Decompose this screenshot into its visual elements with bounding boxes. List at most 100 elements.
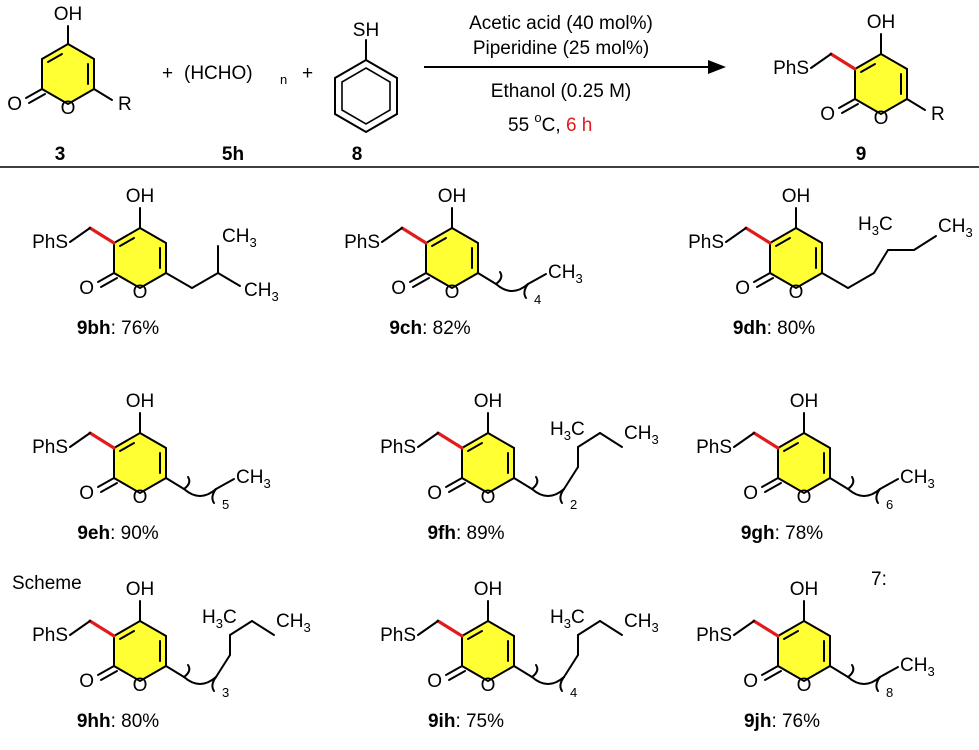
carbonyl-o-label: O <box>427 483 442 504</box>
carbonyl-o-label: O <box>743 671 758 692</box>
repeat-count: 3 <box>222 685 229 700</box>
phs-label: PhS <box>32 625 68 646</box>
repeat-count: 6 <box>886 497 893 512</box>
ring-o-label: O <box>133 282 148 303</box>
carbonyl-o-label: O <box>79 278 94 299</box>
methyl-label: H3C <box>550 419 585 443</box>
compound-number: 9 <box>856 144 867 165</box>
phs-label: PhS <box>32 232 68 253</box>
methyl-label: CH3 <box>276 611 311 635</box>
general-product: OH PhS O O R 9 <box>773 12 945 165</box>
oh-label: OH <box>474 391 503 412</box>
oh-label: OH <box>790 391 819 412</box>
methyl-label: CH3 <box>624 611 659 635</box>
subscript-n: n <box>280 72 287 87</box>
product-label: 9dh: 80% <box>733 318 815 339</box>
sh-label: SH <box>353 20 379 41</box>
methyl-label: H3C <box>858 214 893 238</box>
ring-o-label: O <box>133 675 148 696</box>
ring-o-label: O <box>481 487 496 508</box>
reactant-thiophenol: + SH 8 <box>302 20 398 165</box>
ring-o-label: O <box>797 487 812 508</box>
product-label: 9bh: 76% <box>77 318 159 339</box>
phs-label: PhS <box>773 58 809 79</box>
methyl-label: CH3 <box>900 467 935 491</box>
product-9hh: OH O O PhS 3 H3C CH3 9hh: 80% <box>32 579 311 732</box>
carbonyl-o-label: O <box>735 278 750 299</box>
compound-number: 3 <box>55 144 66 165</box>
methyl-label: CH3 <box>900 655 935 679</box>
methyl-label: H3C <box>202 607 237 631</box>
product-9dh: OH O O PhS H3C CH3 9dh: 80% <box>688 186 973 339</box>
product-label: 9ch: 82% <box>389 318 470 339</box>
scheme-caption-number: 7: <box>871 569 887 590</box>
product-label: 9ih: 75% <box>428 711 504 732</box>
condition-base: Piperidine (25 mol%) <box>473 38 649 59</box>
carbonyl-o-label: O <box>743 483 758 504</box>
methyl-label: CH3 <box>244 280 279 304</box>
phs-label: PhS <box>32 437 68 458</box>
carbonyl-o-label: O <box>79 671 94 692</box>
oh-label: OH <box>438 186 467 207</box>
methyl-label: CH3 <box>938 216 973 240</box>
oh-label: OH <box>790 579 819 600</box>
carbonyl-o-label: O <box>79 483 94 504</box>
repeat-count: 4 <box>534 292 541 307</box>
phs-label: PhS <box>688 232 724 253</box>
oh-label: OH <box>126 391 155 412</box>
ring-o-label: O <box>797 675 812 696</box>
product-label: 9jh: 76% <box>744 711 820 732</box>
product-9gh: OH O O PhS 6 CH3 9gh: 78% <box>696 391 935 544</box>
oh-label: OH <box>126 186 155 207</box>
methyl-label: CH3 <box>236 467 271 491</box>
phs-label: PhS <box>696 625 732 646</box>
ring-o-label: O <box>133 487 148 508</box>
oh-label: OH <box>54 4 83 25</box>
ring-o-label: O <box>445 282 460 303</box>
plus-sign: + <box>302 63 313 84</box>
repeat-count: 2 <box>570 497 577 512</box>
methyl-label: H3C <box>550 607 585 631</box>
ring-o-label: O <box>481 675 496 696</box>
repeat-count: 4 <box>570 685 577 700</box>
product-9jh: OH O O PhS 8 CH3 9jh: 76% <box>696 579 935 732</box>
condition-time: 6 h <box>566 115 592 136</box>
product-label: 9fh: 89% <box>427 523 504 544</box>
condition-solvent: Ethanol (0.25 M) <box>491 81 631 102</box>
oh-label: OH <box>867 12 896 33</box>
carbonyl-o-label: O <box>7 94 22 115</box>
repeat-count: 8 <box>886 685 893 700</box>
reaction-conditions: Acetic acid (40 mol%) Piperidine (25 mol… <box>424 13 726 136</box>
phs-label: PhS <box>696 437 732 458</box>
oh-label: OH <box>126 579 155 600</box>
product-label: 9gh: 78% <box>741 523 823 544</box>
ring-o-label: O <box>61 98 76 119</box>
r-label: R <box>118 94 132 115</box>
condition-temperature: 55 oC, 6 h <box>508 110 592 136</box>
carbonyl-o-label: O <box>391 278 406 299</box>
condition-acid: Acetic acid (40 mol%) <box>469 13 653 34</box>
ring-o-label: O <box>789 282 804 303</box>
phs-label: PhS <box>380 625 416 646</box>
oh-label: OH <box>474 579 503 600</box>
reactant-pyranone: OH O O R 3 <box>7 4 132 165</box>
scheme-caption-label: Scheme <box>12 573 82 594</box>
formula-label: (HCHO) <box>184 63 253 84</box>
reaction-arrow-head <box>708 60 726 74</box>
oh-label: OH <box>782 186 811 207</box>
compound-number: 8 <box>352 144 363 165</box>
r-label: R <box>931 104 945 125</box>
product-label: 9hh: 80% <box>77 711 159 732</box>
reactant-formaldehyde: + (HCHO) n 5h <box>162 63 287 165</box>
methyl-label: CH3 <box>548 262 583 286</box>
carbonyl-o-label: O <box>820 104 835 125</box>
repeat-count: 5 <box>222 497 229 512</box>
compound-number: 5h <box>222 144 244 165</box>
